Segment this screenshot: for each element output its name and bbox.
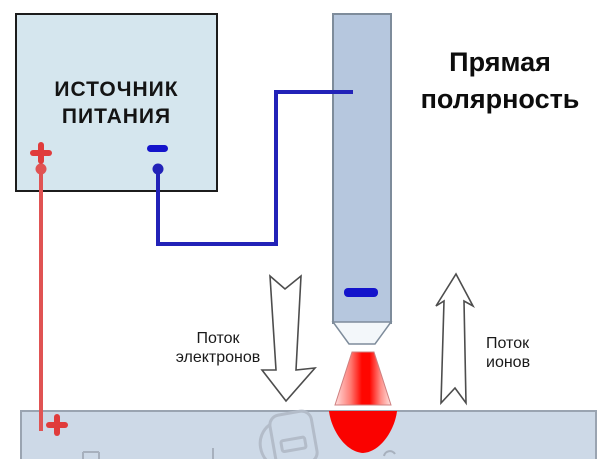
electrode bbox=[332, 13, 392, 324]
blue-negative-wire bbox=[156, 90, 353, 246]
cutoff-text-marks bbox=[82, 448, 396, 459]
power-source-box bbox=[15, 13, 218, 192]
electrode-minus-icon bbox=[344, 288, 378, 297]
workpiece bbox=[20, 410, 597, 459]
positive-terminal-dot bbox=[35, 163, 47, 175]
power-source-label-line2: ПИТАНИЯ bbox=[61, 105, 172, 128]
electrode-tip bbox=[331, 321, 393, 345]
ion-flow-label-line1: Поток bbox=[486, 335, 530, 352]
diagram-title-line2: полярность bbox=[420, 84, 580, 114]
negative-terminal-dot bbox=[152, 163, 164, 175]
electron-flow-label-line2: электронов bbox=[175, 349, 261, 366]
power-source-label-line1: ИСТОЧНИК bbox=[54, 78, 179, 101]
workpiece-plus-icon bbox=[46, 414, 68, 436]
ion-flow-arrow-up-icon bbox=[435, 272, 475, 406]
minus-icon bbox=[147, 145, 168, 152]
diagram-title: Прямая полярность bbox=[402, 44, 598, 118]
weld-pool bbox=[329, 411, 397, 453]
power-source-label: ИСТОЧНИК ПИТАНИЯ bbox=[15, 76, 218, 130]
ion-flow-label: Поток ионов bbox=[486, 334, 566, 372]
electron-flow-label-line1: Поток bbox=[196, 330, 240, 347]
electron-flow-arrow-down-icon bbox=[260, 274, 317, 403]
diagram-title-line1: Прямая bbox=[449, 47, 551, 77]
plus-icon bbox=[30, 142, 52, 164]
welding-helmet-icon bbox=[258, 409, 319, 459]
welding-arc bbox=[334, 351, 392, 406]
electron-flow-label: Поток электронов bbox=[170, 329, 266, 367]
ion-flow-label-line2: ионов bbox=[486, 354, 531, 371]
